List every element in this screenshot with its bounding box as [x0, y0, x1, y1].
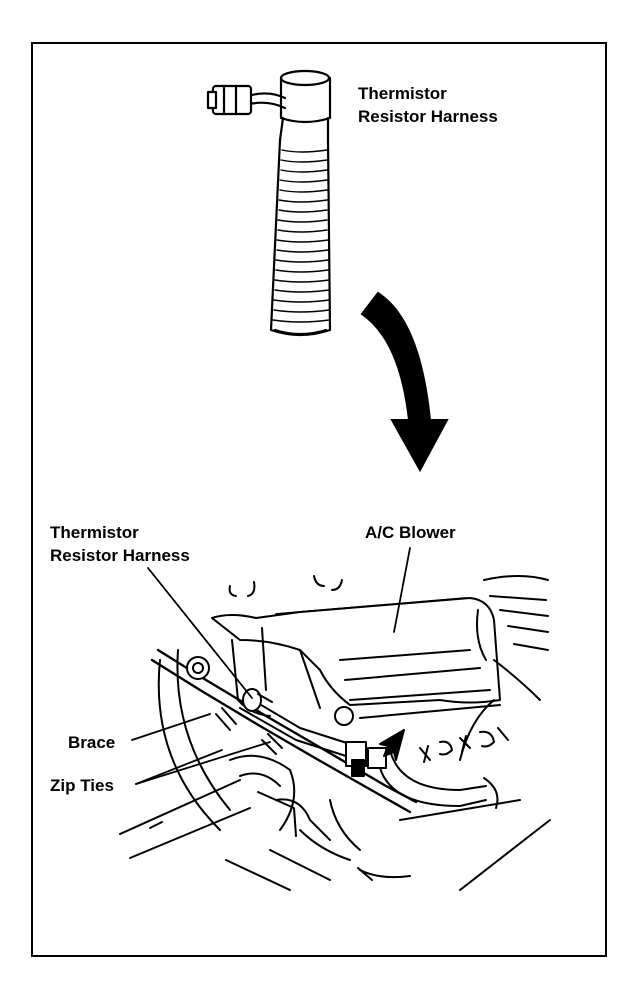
thermistor-harness-part	[206, 69, 332, 337]
arrow-down-icon	[360, 291, 449, 473]
top-harness-label-line1: Thermistor	[358, 84, 447, 103]
top-harness-label-line2: Resistor Harness	[358, 107, 498, 126]
ac-blower-label: A/C Blower	[365, 523, 456, 542]
bottom-harness-label-line1: Thermistor	[50, 523, 139, 542]
engine-bay-illustration	[119, 547, 551, 891]
zip-ties-label: Zip Ties	[50, 776, 114, 795]
brace-label: Brace	[68, 733, 116, 752]
bottom-harness-label-line2: Resistor Harness	[50, 546, 190, 565]
diagram-frame	[31, 42, 607, 957]
